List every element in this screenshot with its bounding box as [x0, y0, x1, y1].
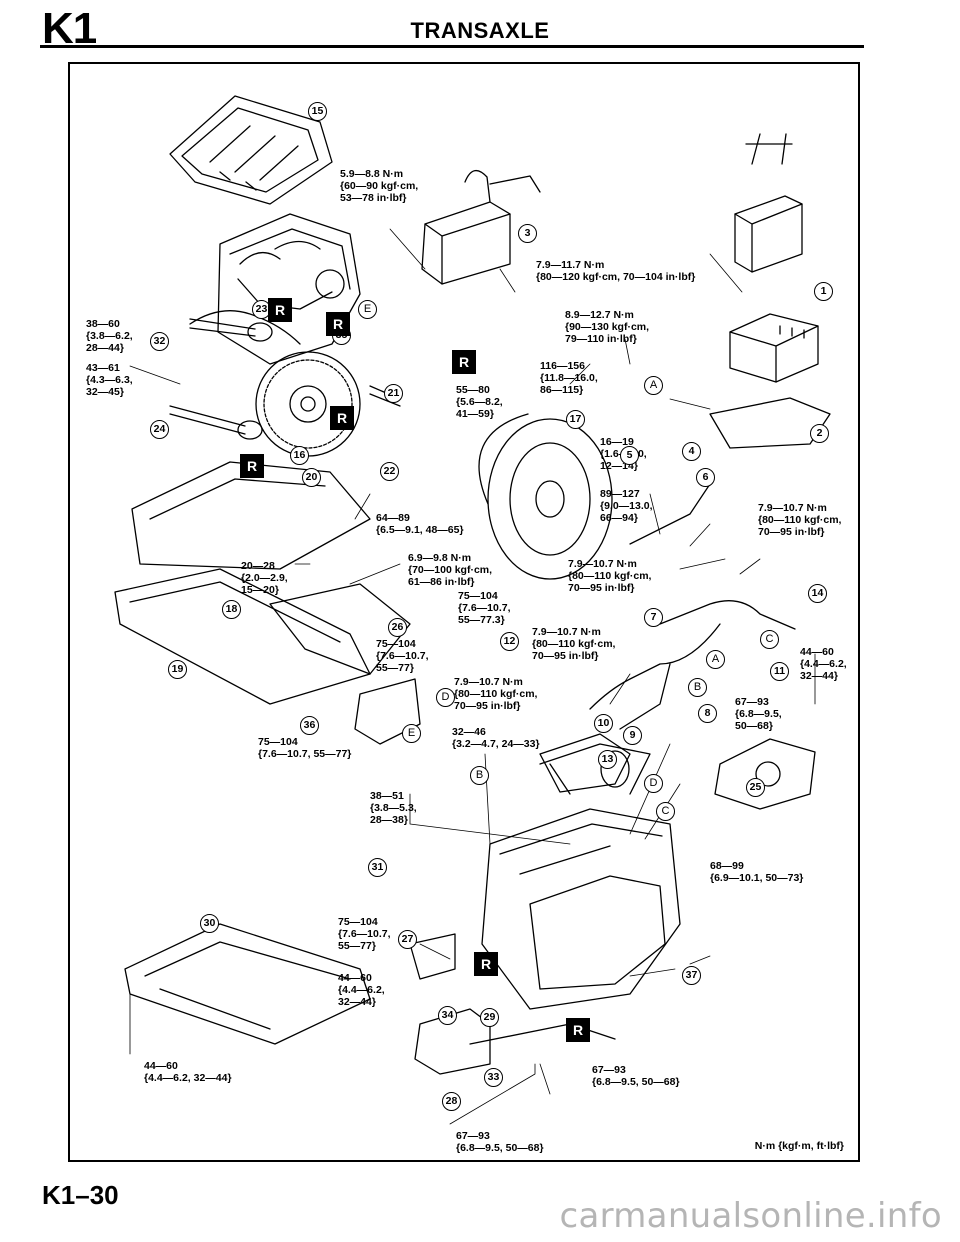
- torque-spec: 32—46 {3.2—4.7, 24—33}: [452, 726, 540, 750]
- part-callout: 5: [620, 446, 639, 465]
- torque-spec: 7.9—11.7 N·m {80—120 kgf·cm, 70—104 in·l…: [536, 259, 696, 283]
- replace-marker: R: [566, 1018, 590, 1042]
- reference-letter: D: [436, 688, 455, 707]
- reference-letter: B: [688, 678, 707, 697]
- torque-spec: 7.9—10.7 N·m {80—110 kgf·cm, 70—95 in·lb…: [758, 502, 842, 538]
- tire-drawing: [478, 413, 613, 580]
- torque-spec: 44—60 {4.4—6.2, 32—44}: [338, 972, 385, 1008]
- torque-spec: 7.9—10.7 N·m {80—110 kgf·cm, 70—95 in·lb…: [568, 558, 652, 594]
- replace-marker: R: [268, 298, 292, 322]
- part-callout: 20: [302, 468, 321, 487]
- part-callout: 19: [168, 660, 187, 679]
- part-callout: 30: [200, 914, 219, 933]
- part-callout: 14: [808, 584, 827, 603]
- exploded-diagram: 5.9—8.8 N·m {60—90 kgf·cm, 53—78 in·lbf}…: [68, 62, 860, 1162]
- part-callout: 32: [150, 332, 169, 351]
- reference-letter: E: [402, 724, 421, 743]
- header-rule: [40, 45, 864, 48]
- torque-spec: 6.9—9.8 N·m {70—100 kgf·cm, 61—86 in·lbf…: [408, 552, 493, 588]
- reference-letter: C: [760, 630, 779, 649]
- page-title: TRANSAXLE: [410, 18, 550, 43]
- reference-letter: C: [656, 802, 675, 821]
- battery-drawing: [709, 133, 831, 449]
- part-callout: 7: [644, 608, 663, 627]
- part-callout: 28: [442, 1092, 461, 1111]
- part-callout: 1: [814, 282, 833, 301]
- torque-spec: 67—93 {6.8—9.5, 50—68}: [592, 1064, 680, 1088]
- part-callout: 27: [398, 930, 417, 949]
- drive-plate-drawing: [255, 351, 361, 457]
- torque-spec: 43—61 {4.3—6.3, 32—45}: [86, 362, 133, 398]
- torque-spec: 44—60 {4.4—6.2, 32—44}: [800, 646, 847, 682]
- part-callout: 33: [484, 1068, 503, 1087]
- part-callout: 11: [770, 662, 789, 681]
- torque-spec: 44—60 {4.4—6.2, 32—44}: [144, 1060, 232, 1084]
- reference-letter: E: [358, 300, 377, 319]
- reference-letter: A: [706, 650, 725, 669]
- replace-marker: R: [326, 312, 350, 336]
- part-callout: 36: [300, 716, 319, 735]
- torque-spec: 75—104 {7.6—10.7, 55—77}: [258, 736, 352, 760]
- part-callout: 16: [290, 446, 309, 465]
- part-callout: 10: [594, 714, 613, 733]
- torque-spec: 8.9—12.7 N·m {90—130 kgf·cm, 79—110 in·l…: [565, 309, 650, 345]
- part-callout: 18: [222, 600, 241, 619]
- replace-marker: R: [452, 350, 476, 374]
- part-callout: 37: [682, 966, 701, 985]
- reference-letter: D: [644, 774, 663, 793]
- part-callout: 13: [598, 750, 617, 769]
- torque-spec: 67—93 {6.8—9.5, 50—68}: [456, 1130, 544, 1154]
- part-callout: 3: [518, 224, 537, 243]
- torque-spec: 38—51 {3.8—5.3, 28—38}: [370, 790, 417, 826]
- torque-spec: 64—89 {6.5—9.1, 48—65}: [376, 512, 464, 536]
- torque-spec: 75—104 {7.6—10.7, 55—77.3}: [458, 590, 511, 626]
- torque-spec: 55—80 {5.6—8.2, 41—59}: [456, 384, 503, 420]
- torque-spec: 116—156 {11.8—16.0, 86—115}: [540, 360, 598, 396]
- engine-cover-drawing: [169, 95, 333, 205]
- torque-spec: 20—28 {2.0—2.9, 15—20}: [241, 560, 288, 596]
- part-callout: 29: [480, 1008, 499, 1027]
- torque-spec: 89—127 {9.0—13.0, 66—94}: [600, 488, 653, 524]
- leader-lines: [129, 228, 816, 1125]
- replace-marker: R: [240, 454, 264, 478]
- reference-letter: A: [644, 376, 663, 395]
- harness-drawing: [589, 483, 796, 730]
- diagram-drawing: [114, 95, 831, 1125]
- part-callout: 22: [380, 462, 399, 481]
- part-callout: 21: [384, 384, 403, 403]
- drive-shaft-drawing: [169, 318, 401, 440]
- engine-drawing: [189, 213, 361, 365]
- torque-spec: 67—93 {6.8—9.5, 50—68}: [735, 696, 782, 732]
- part-callout: 23: [252, 300, 271, 319]
- section-code: K1: [42, 4, 97, 53]
- part-callout: 8: [698, 704, 717, 723]
- part-callout: 2: [810, 424, 829, 443]
- units-note: N·m {kgf·m, ft·lbf}: [754, 1140, 844, 1152]
- torque-spec: 38—60 {3.8—6.2, 28—44}: [86, 318, 133, 354]
- torque-spec: 5.9—8.8 N·m {60—90 kgf·cm, 53—78 in·lbf}: [340, 168, 419, 204]
- watermark: carmanualsonline.info: [559, 1196, 942, 1236]
- air-cleaner-drawing: [421, 170, 541, 285]
- part-callout: 26: [388, 618, 407, 637]
- part-callout: 24: [150, 420, 169, 439]
- part-callout: 9: [623, 726, 642, 745]
- part-callout: 31: [368, 858, 387, 877]
- part-callout: 17: [566, 410, 585, 429]
- reference-letter: B: [470, 766, 489, 785]
- part-callout: 4: [682, 442, 701, 461]
- starter-drawing: [539, 733, 631, 793]
- part-callout: 25: [746, 778, 765, 797]
- part-callout: 6: [696, 468, 715, 487]
- torque-spec: 7.9—10.7 N·m {80—110 kgf·cm, 70—95 in·lb…: [532, 626, 616, 662]
- replace-marker: R: [330, 406, 354, 430]
- page-number: K1–30: [42, 1180, 119, 1210]
- torque-spec: 75—104 {7.6—10.7, 55—77}: [376, 638, 429, 674]
- torque-spec: 68—99 {6.9—10.1, 50—73}: [710, 860, 804, 884]
- part-callout: 12: [500, 632, 519, 651]
- part-callout: 15: [308, 102, 327, 121]
- part-callout: 34: [438, 1006, 457, 1025]
- torque-spec: 75—104 {7.6—10.7, 55—77}: [338, 916, 391, 952]
- torque-spec: 7.9—10.7 N·m {80—110 kgf·cm, 70—95 in·lb…: [454, 676, 538, 712]
- replace-marker: R: [474, 952, 498, 976]
